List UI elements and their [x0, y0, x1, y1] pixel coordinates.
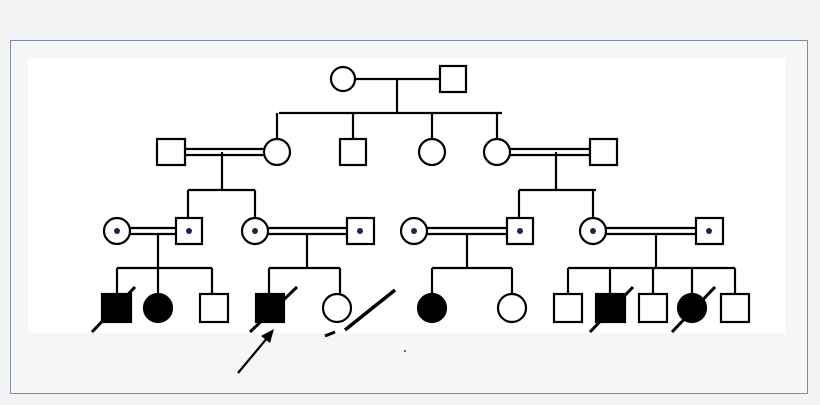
- male-unaffected: [438, 64, 468, 94]
- consanguineous-marriage-line: [185, 147, 590, 157]
- male-unaffected: [155, 137, 187, 167]
- female-unaffected: [417, 137, 447, 167]
- male-carrier: [174, 216, 204, 246]
- male-unaffected: [338, 137, 368, 167]
- male-unaffected: [588, 137, 619, 167]
- female-unaffected: [262, 137, 292, 167]
- male-carrier: [694, 216, 725, 246]
- female-affected: [142, 292, 174, 324]
- male-unaffected: [552, 292, 584, 324]
- canvas: [28, 58, 785, 333]
- female-unaffected: [496, 292, 528, 324]
- female-unaffected: [321, 292, 353, 324]
- male-unaffected: [637, 292, 669, 324]
- female-unaffected: [482, 137, 512, 167]
- proband-arrow-icon: [237, 329, 274, 374]
- male-unaffected: [198, 292, 230, 324]
- deceased-slash: [90, 285, 717, 338]
- female-unaffected: [329, 65, 357, 93]
- male-unaffected: [719, 292, 751, 324]
- speck: [404, 350, 406, 352]
- female-affected-deceased: [676, 292, 708, 324]
- male-affected-deceased-proband: [254, 292, 286, 324]
- female-affected: [416, 292, 448, 324]
- carrier-dot: [114, 228, 712, 234]
